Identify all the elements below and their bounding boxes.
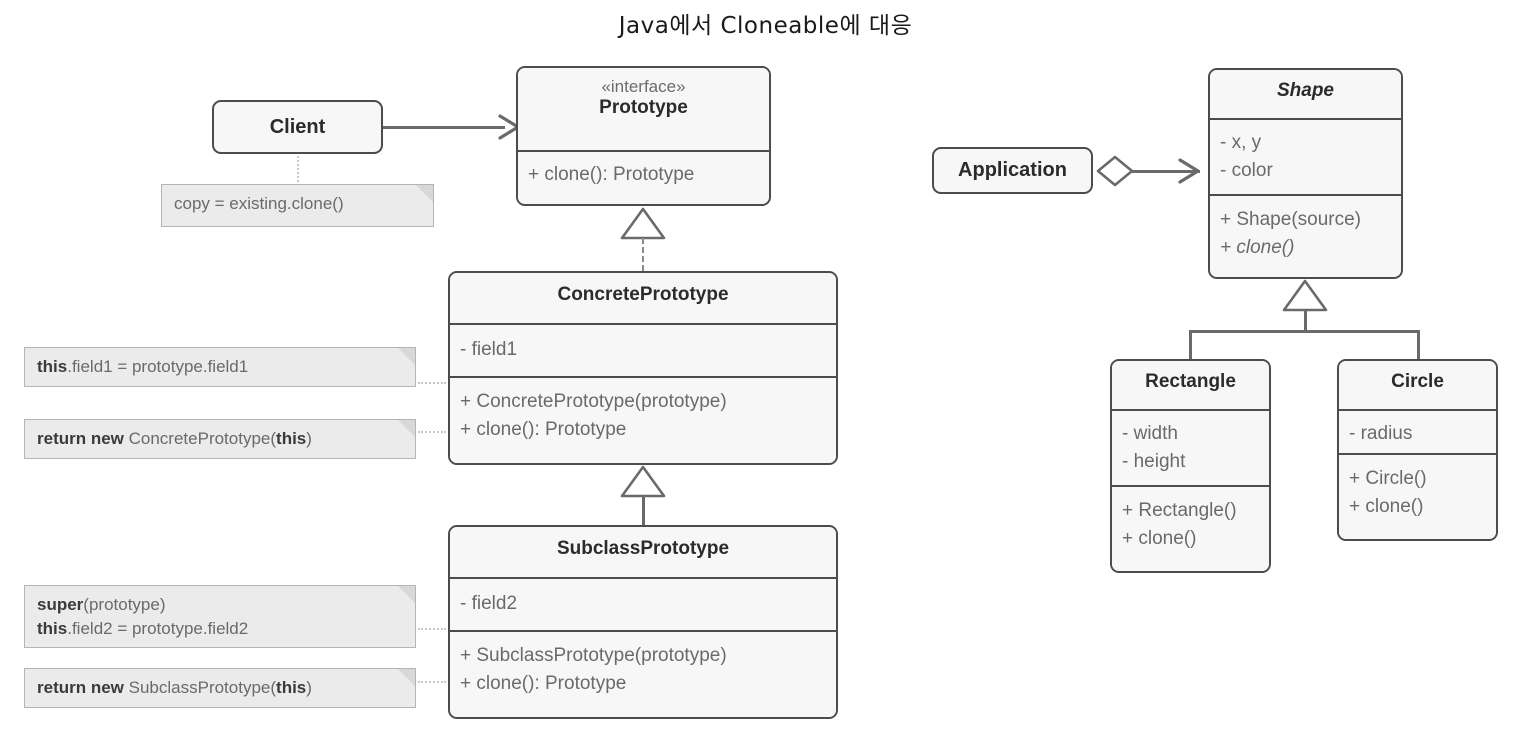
prototype-stereotype: «interface»	[601, 77, 686, 96]
generalization-line-left	[642, 496, 645, 526]
subclass-prototype-header: SubclassPrototype	[450, 527, 836, 577]
class-box-circle[interactable]: Circle - radius + Circle() + clone()	[1337, 359, 1498, 541]
note-line: super(prototype)	[37, 595, 166, 614]
subclass-prototype-attributes: - field2	[450, 577, 836, 630]
note-concrete-clone-anchor	[418, 431, 446, 433]
shape-tree-stem	[1304, 310, 1307, 332]
note-client-copy-text: copy = existing.clone()	[174, 194, 344, 213]
circle-op-1: + clone()	[1349, 496, 1424, 518]
subclass-prototype-attr-0: - field2	[460, 593, 518, 614]
rectangle-attributes: - width - height	[1112, 409, 1269, 485]
rectangle-header: Rectangle	[1112, 361, 1269, 409]
concrete-prototype-attributes: - field1	[450, 323, 836, 376]
rectangle-op-0: + Rectangle()	[1122, 500, 1237, 521]
shape-op-1: + clone()	[1220, 237, 1295, 259]
subclass-prototype-operations: + SubclassPrototype(prototype) + clone()…	[450, 630, 836, 717]
hollow-triangle-icon-realization	[620, 207, 666, 240]
note-fold-icon	[416, 185, 433, 202]
subclass-prototype-op-0: + SubclassPrototype(prototype)	[460, 645, 727, 666]
note-fold-icon	[398, 420, 415, 437]
realization-dashed-line	[642, 238, 644, 271]
rectangle-attr-1: - height	[1122, 451, 1186, 473]
concrete-prototype-operations: + ConcretePrototype(prototype) + clone()…	[450, 376, 836, 463]
hollow-triangle-icon-generalization-left	[620, 465, 666, 498]
shape-attr-1: - color	[1220, 160, 1273, 182]
concrete-prototype-op-1: + clone(): Prototype	[460, 419, 627, 441]
class-box-subclass-prototype[interactable]: SubclassPrototype - field2 + SubclassPro…	[448, 525, 838, 719]
class-node-client-label: Client	[269, 115, 326, 138]
shape-attr-0: - x, y	[1220, 132, 1262, 153]
rectangle-operations: + Rectangle() + clone()	[1112, 485, 1269, 571]
circle-operations: + Circle() + clone()	[1339, 453, 1496, 539]
class-box-concrete-prototype[interactable]: ConcretePrototype - field1 + ConcretePro…	[448, 271, 838, 465]
circle-attributes: - radius	[1339, 409, 1496, 453]
note-line: return new ConcretePrototype(this)	[37, 429, 312, 448]
concrete-prototype-header: ConcretePrototype	[450, 273, 836, 323]
shape-op-0: + Shape(source)	[1220, 209, 1361, 230]
prototype-header: «interface» Prototype	[518, 68, 769, 150]
class-box-prototype[interactable]: «interface» Prototype + clone(): Prototy…	[516, 66, 771, 206]
circle-title: Circle	[1391, 371, 1444, 392]
note-client-copy: copy = existing.clone()	[161, 184, 434, 227]
page-title: Java에서 Cloneable에 대응	[618, 13, 913, 39]
prototype-operations: + clone(): Prototype	[518, 150, 769, 204]
hollow-diamond-icon-aggregation	[1096, 155, 1134, 187]
rectangle-title: Rectangle	[1145, 371, 1236, 392]
concrete-prototype-title: ConcretePrototype	[557, 284, 729, 305]
note-subclass-clone: return new SubclassPrototype(this)	[24, 668, 416, 708]
shape-attributes: - x, y - color	[1210, 118, 1401, 194]
note-subclass-ctor-anchor	[418, 628, 446, 630]
concrete-prototype-attr-0: - field1	[460, 339, 518, 360]
shape-tree-branch-circle	[1417, 330, 1420, 360]
circle-header: Circle	[1339, 361, 1496, 409]
rectangle-attr-0: - width	[1122, 423, 1178, 444]
subclass-prototype-op-1: + clone(): Prototype	[460, 673, 627, 695]
prototype-title-block: «interface» Prototype	[528, 77, 759, 119]
note-fold-icon	[398, 669, 415, 686]
open-arrowhead-icon-aggregation	[1178, 158, 1200, 184]
note-concrete-clone: return new ConcretePrototype(this)	[24, 419, 416, 459]
note-line: return new SubclassPrototype(this)	[37, 678, 312, 697]
note-concrete-ctor: this.field1 = prototype.field1	[24, 347, 416, 387]
class-box-rectangle[interactable]: Rectangle - width - height + Rectangle()…	[1110, 359, 1271, 573]
hollow-triangle-icon-generalization-right	[1282, 279, 1328, 312]
shape-tree-bar	[1189, 330, 1419, 333]
client-prototype-line	[383, 126, 505, 129]
client-note-anchor	[297, 156, 299, 182]
note-line: this.field1 = prototype.field1	[37, 357, 249, 376]
shape-operations: + Shape(source) + clone()	[1210, 194, 1401, 277]
prototype-op-0: + clone(): Prototype	[528, 164, 695, 185]
note-fold-icon	[398, 586, 415, 603]
prototype-title: Prototype	[599, 97, 688, 118]
note-subclass-clone-anchor	[418, 681, 446, 683]
note-fold-icon	[398, 348, 415, 365]
class-node-client[interactable]: Client	[212, 100, 383, 154]
rectangle-op-1: + clone()	[1122, 528, 1197, 550]
note-subclass-ctor: super(prototype) this.field2 = prototype.…	[24, 585, 416, 648]
class-node-application-label: Application	[958, 159, 1067, 181]
circle-attr-0: - radius	[1349, 423, 1413, 444]
class-node-application[interactable]: Application	[932, 147, 1093, 194]
shape-tree-branch-rectangle	[1189, 330, 1192, 360]
note-concrete-ctor-anchor	[418, 382, 446, 384]
concrete-prototype-op-0: + ConcretePrototype(prototype)	[460, 391, 727, 412]
shape-title: Shape	[1276, 80, 1335, 101]
class-box-shape[interactable]: Shape - x, y - color + Shape(source) + c…	[1208, 68, 1403, 279]
application-shape-line	[1132, 170, 1200, 173]
circle-op-0: + Circle()	[1349, 468, 1427, 489]
shape-header: Shape	[1210, 70, 1401, 118]
note-line: this.field2 = prototype.field2	[37, 619, 249, 639]
subclass-prototype-title: SubclassPrototype	[556, 538, 730, 559]
